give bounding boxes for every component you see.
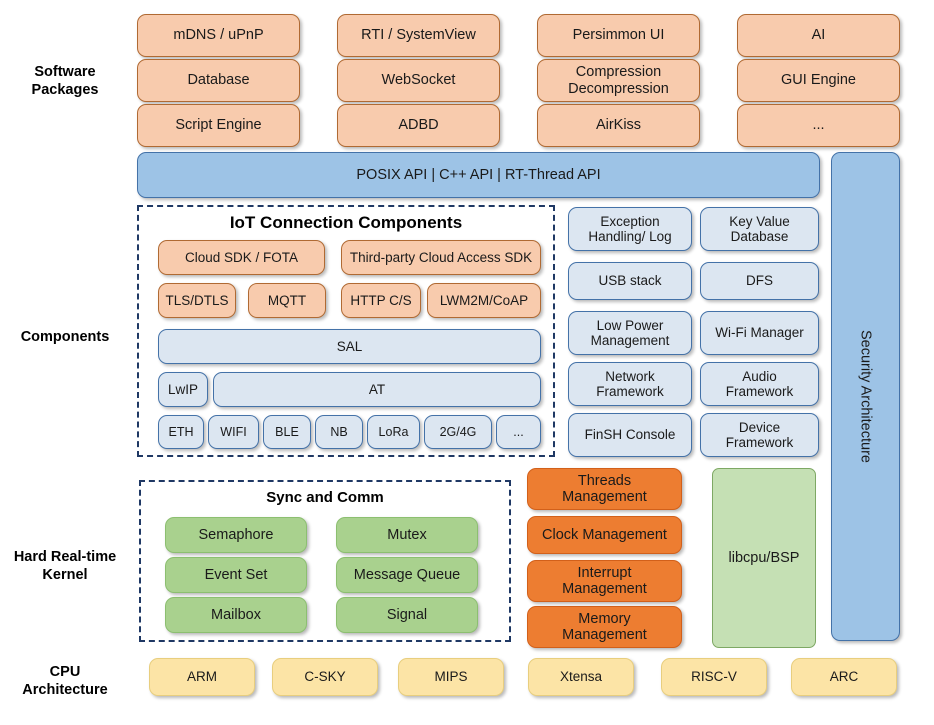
security-architecture-bar[interactable]: Security Architecture: [831, 152, 900, 641]
iot-connection-components-box: [137, 205, 555, 457]
component-exception-line2: Handling/ Log: [588, 229, 672, 244]
iot-cloud-sdk-fota[interactable]: Cloud SDK / FOTA: [158, 240, 325, 275]
kernel-memory-line1: Memory: [578, 610, 631, 627]
component-network-line2: Framework: [596, 384, 664, 399]
package-rti-systemview[interactable]: RTI / SystemView: [337, 14, 500, 57]
row-label-software-packages: Software Packages: [0, 55, 130, 107]
component-audio-framework[interactable]: Audio Framework: [700, 362, 819, 406]
package-airkiss[interactable]: AirKiss: [537, 104, 700, 147]
component-lowpower-line2: Management: [590, 333, 670, 348]
iot-protocol-mqtt[interactable]: MQTT: [248, 283, 326, 318]
component-device-line2: Framework: [725, 435, 794, 450]
kernel-memory-line2: Management: [562, 627, 647, 643]
cpu-mips[interactable]: MIPS: [398, 658, 504, 696]
iot-link-lora[interactable]: LoRa: [367, 415, 420, 449]
package-gui-engine[interactable]: GUI Engine: [737, 59, 900, 102]
kernel-interrupt-line1: Interrupt: [577, 564, 632, 581]
component-network-line1: Network: [605, 368, 655, 384]
component-low-power-management[interactable]: Low Power Management: [568, 311, 692, 355]
component-kvdb-line1: Key Value: [729, 213, 790, 229]
package-compression-line2: Decompression: [568, 80, 669, 97]
iot-protocol-tls-dtls[interactable]: TLS/DTLS: [158, 283, 236, 318]
component-dfs[interactable]: DFS: [700, 262, 819, 300]
package-ai[interactable]: AI: [737, 14, 900, 57]
kernel-interrupt-line2: Management: [562, 581, 647, 597]
kernel-signal[interactable]: Signal: [336, 597, 478, 633]
row-label-components-text: Components: [20, 328, 110, 345]
cpu-risc-v[interactable]: RISC-V: [661, 658, 767, 696]
kernel-threads-management[interactable]: Threads Management: [527, 468, 682, 510]
row-label-kernel-line2: Kernel: [42, 567, 88, 583]
iot-link-wifi[interactable]: WIFI: [208, 415, 259, 449]
iot-protocol-http-cs[interactable]: HTTP C/S: [341, 283, 421, 318]
kernel-semaphore[interactable]: Semaphore: [165, 517, 307, 553]
row-label-cpu-line2: Architecture: [22, 682, 108, 698]
iot-link-eth[interactable]: ETH: [158, 415, 204, 449]
component-wifi-manager[interactable]: Wi-Fi Manager: [700, 311, 819, 355]
security-architecture-label: Security Architecture: [857, 330, 874, 463]
component-finsh-console[interactable]: FinSH Console: [568, 413, 692, 457]
iot-link-ble[interactable]: BLE: [263, 415, 311, 449]
kernel-mutex[interactable]: Mutex: [336, 517, 478, 553]
row-label-cpu-line1: CPU: [49, 663, 81, 680]
package-persimmon-ui[interactable]: Persimmon UI: [537, 14, 700, 57]
iot-link-nb[interactable]: NB: [315, 415, 363, 449]
row-label-software-packages-line2: Packages: [31, 82, 99, 98]
iot-connection-components-title: IoT Connection Components: [229, 213, 463, 232]
package-compression-decompression[interactable]: Compression Decompression: [537, 59, 700, 102]
package-adbd[interactable]: ADBD: [337, 104, 500, 147]
cpu-c-sky[interactable]: C-SKY: [272, 658, 378, 696]
package-script-engine[interactable]: Script Engine: [137, 104, 300, 147]
component-usb-stack[interactable]: USB stack: [568, 262, 692, 300]
package-compression-line1: Compression: [575, 64, 662, 81]
iot-link-more[interactable]: ...: [496, 415, 541, 449]
kernel-clock-management[interactable]: Clock Management: [527, 516, 682, 554]
iot-sal[interactable]: SAL: [158, 329, 541, 364]
sync-and-comm-title: Sync and Comm: [266, 489, 384, 506]
iot-link-2g-4g[interactable]: 2G/4G: [424, 415, 492, 449]
component-device-framework[interactable]: Device Framework: [700, 413, 819, 457]
iot-protocol-lwm2m-coap[interactable]: LWM2M/CoAP: [427, 283, 541, 318]
component-audio-line2: Framework: [725, 384, 794, 399]
package-websocket[interactable]: WebSocket: [337, 59, 500, 102]
kernel-message-queue[interactable]: Message Queue: [336, 557, 478, 593]
cpu-arm[interactable]: ARM: [149, 658, 255, 696]
component-device-line1: Device: [738, 419, 781, 435]
component-key-value-database[interactable]: Key Value Database: [700, 207, 819, 251]
kernel-threads-line1: Threads: [577, 472, 632, 489]
row-label-kernel-line1: Hard Real-time: [13, 548, 117, 565]
iot-third-party-cloud-access-sdk[interactable]: Third-party Cloud Access SDK: [341, 240, 541, 275]
package-mdns-upnp[interactable]: mDNS / uPnP: [137, 14, 300, 57]
component-exception-line1: Exception: [600, 213, 660, 229]
kernel-threads-line2: Management: [562, 489, 647, 505]
row-label-software-packages-line1: Software: [34, 63, 96, 80]
row-label-components: Components: [0, 325, 130, 349]
cpu-xtensa[interactable]: Xtensa: [528, 658, 634, 696]
libcpu-bsp[interactable]: libcpu/BSP: [712, 468, 816, 648]
kernel-event-set[interactable]: Event Set: [165, 557, 307, 593]
kernel-memory-management[interactable]: Memory Management: [527, 606, 682, 648]
kernel-mailbox[interactable]: Mailbox: [165, 597, 307, 633]
iot-lwip[interactable]: LwIP: [158, 372, 208, 407]
component-kvdb-line2: Database: [730, 229, 789, 244]
cpu-arc[interactable]: ARC: [791, 658, 897, 696]
component-lowpower-line1: Low Power: [596, 317, 664, 333]
package-database[interactable]: Database: [137, 59, 300, 102]
sync-and-comm-box: [139, 480, 511, 642]
api-bar[interactable]: POSIX API | C++ API | RT-Thread API: [137, 152, 820, 198]
row-label-cpu-architecture: CPU Architecture: [0, 655, 130, 707]
component-network-framework[interactable]: Network Framework: [568, 362, 692, 406]
package-more[interactable]: ...: [737, 104, 900, 147]
row-label-kernel: Hard Real-time Kernel: [0, 540, 130, 592]
kernel-interrupt-management[interactable]: Interrupt Management: [527, 560, 682, 602]
iot-at[interactable]: AT: [213, 372, 541, 407]
component-audio-line1: Audio: [742, 368, 777, 384]
component-exception-handling-log[interactable]: Exception Handling/ Log: [568, 207, 692, 251]
